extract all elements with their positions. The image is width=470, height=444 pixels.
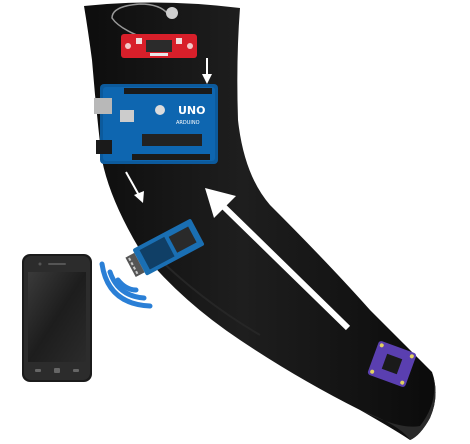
usb-port — [94, 98, 112, 114]
arrow-board-to-bluetooth — [125, 171, 144, 203]
wireless-signal-icon — [99, 261, 153, 309]
bluetooth-module — [125, 219, 205, 278]
emg-electrode — [166, 7, 178, 19]
arrow-sensor-to-board — [202, 58, 212, 84]
emg-sensor-board — [111, 3, 197, 58]
imu-sensor-board — [367, 341, 417, 387]
signal-arrows — [125, 58, 351, 331]
smartphone — [22, 254, 92, 382]
sleeve-cuff — [360, 372, 436, 440]
power-jack — [96, 140, 112, 154]
header-bottom — [132, 154, 210, 160]
arrow-imu-to-board — [205, 188, 351, 331]
microcontroller-chip — [142, 134, 202, 146]
header-top — [124, 88, 212, 94]
arduino-sub-label: ARDUINO — [176, 120, 200, 126]
phone-screen — [28, 272, 86, 362]
arduino-uno-board: UNO ARDUINO — [94, 84, 218, 164]
emg-electrode-wire — [111, 3, 169, 41]
arduino-brand-label: UNO — [178, 104, 206, 117]
